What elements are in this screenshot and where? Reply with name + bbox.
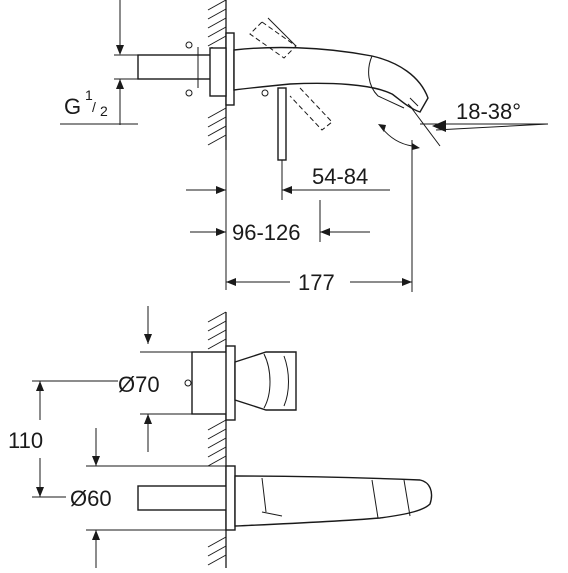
wall-plate xyxy=(209,32,235,106)
thread-dimension: G 1 / 2 xyxy=(60,0,138,125)
hatch-line xyxy=(207,554,227,566)
hatch-line xyxy=(207,0,227,11)
body-offset-dimension: 96-126 xyxy=(190,200,370,245)
hatch-line xyxy=(207,437,227,449)
hatch-line xyxy=(207,26,227,38)
body-offset-label: 96-126 xyxy=(232,220,301,245)
hatch-line xyxy=(207,116,227,128)
angle-label: 18-38° xyxy=(456,99,521,124)
plate-diameter-dimension: Ø70 xyxy=(118,306,192,452)
hatch-line xyxy=(207,428,227,440)
front-view: Ø70 110 Ø60 xyxy=(8,306,433,568)
plate-diameter-label: Ø70 xyxy=(118,372,160,397)
spout-diameter-label: Ø60 xyxy=(70,486,112,511)
lever-ghost xyxy=(249,17,333,131)
height-label: 110 xyxy=(8,428,43,453)
hatch-line xyxy=(207,536,227,548)
hatch-line xyxy=(207,446,227,458)
spout-front xyxy=(137,465,433,531)
thread-label-den: 2 xyxy=(100,103,108,119)
hatch-line xyxy=(207,455,227,467)
projection-label: 177 xyxy=(298,270,335,295)
thread-fraction-slash: / xyxy=(92,99,96,115)
lever-offset-label: 54-84 xyxy=(312,164,368,189)
handle-plate xyxy=(184,345,297,421)
thread-label-num: 1 xyxy=(85,87,93,103)
hatch-line xyxy=(207,320,227,332)
hatch-line xyxy=(207,311,227,323)
spout-diameter-dimension: Ø60 xyxy=(70,428,226,568)
lever-stem xyxy=(261,87,287,161)
hatch-line xyxy=(207,134,227,146)
hatch-line xyxy=(207,107,227,119)
lever-offset-dimension: 54-84 xyxy=(186,150,390,290)
hatch-line xyxy=(207,338,227,350)
spout-body xyxy=(233,46,429,113)
hatch-line xyxy=(207,419,227,431)
hatch-line xyxy=(207,8,227,20)
hatch-line xyxy=(207,329,227,341)
hatch-line xyxy=(207,17,227,29)
side-view: G 1 / 2 18-38° 54-84 xyxy=(60,0,549,295)
hatch-line xyxy=(207,545,227,557)
height-dimension: 110 xyxy=(8,380,118,498)
hatch-line xyxy=(207,35,227,47)
angle-dimension: 18-38° xyxy=(378,99,549,150)
thread-label-g: G xyxy=(64,94,81,119)
hatch-line xyxy=(207,125,227,137)
projection-dimension: 177 xyxy=(226,140,413,295)
